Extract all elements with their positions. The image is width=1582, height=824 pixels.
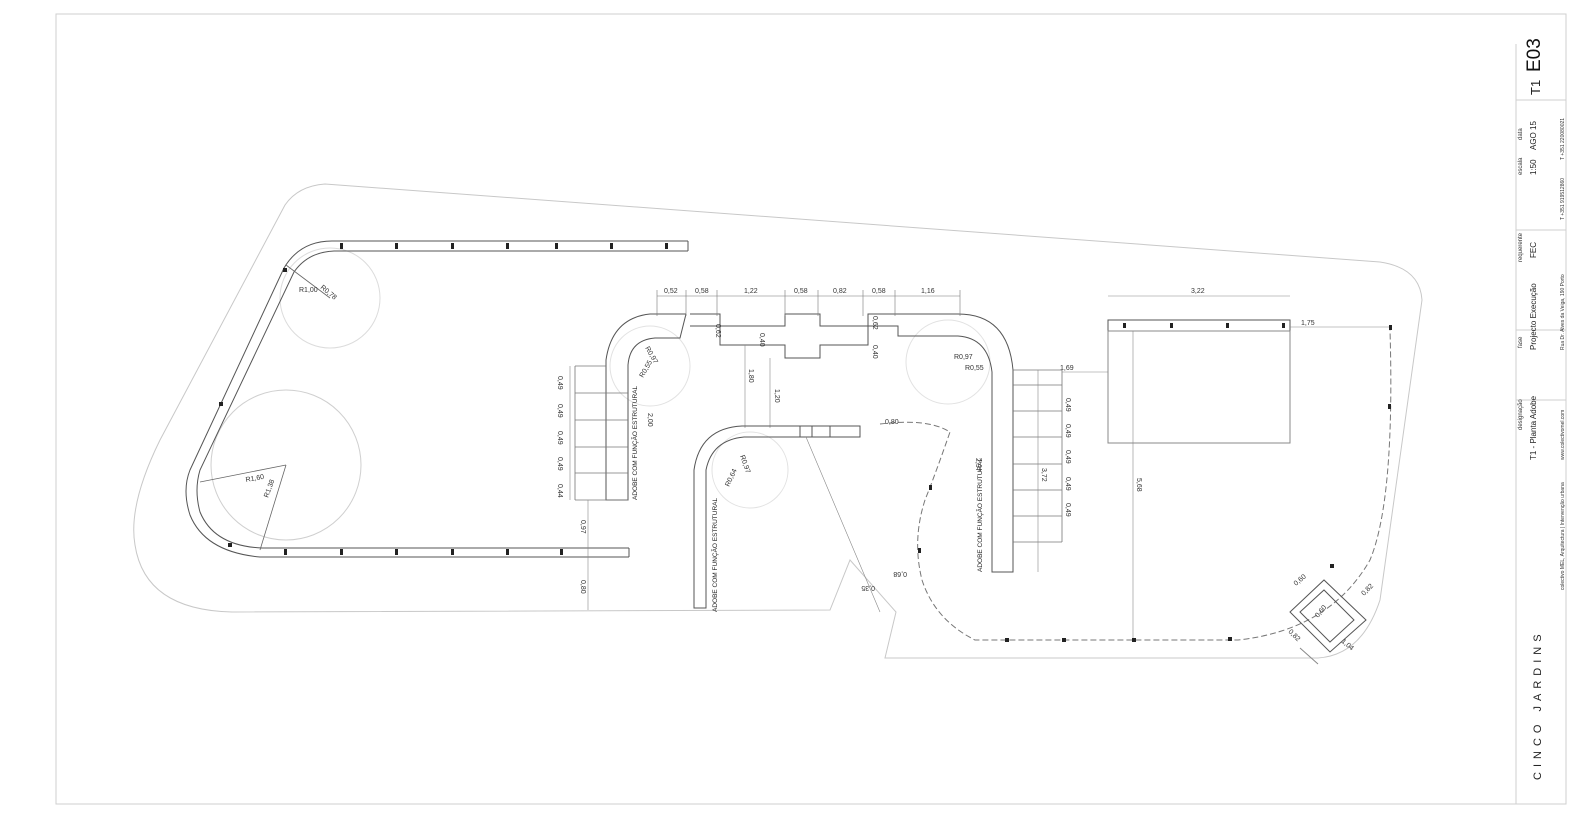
note-structural-center: ADOBE COM FUNÇÃO ESTRUTURAL xyxy=(710,497,719,612)
phase-label: fase xyxy=(1518,336,1524,348)
curved-path-posts xyxy=(918,325,1392,642)
dim-175: 1,75 xyxy=(1301,320,1315,327)
tree-circle-large xyxy=(210,389,362,541)
dim-left-3: 0,49 xyxy=(556,431,563,445)
radius-r097b: R0,97 xyxy=(738,454,751,474)
right-structure-marks xyxy=(1123,323,1285,328)
dim-372: 3,72 xyxy=(1040,468,1047,482)
radius-r100: R1,00 xyxy=(299,287,318,294)
client-label: requerente xyxy=(1518,232,1524,262)
dim-right-3: 0,49 xyxy=(1064,450,1071,464)
sheet-prefix: T1 xyxy=(1528,80,1543,95)
dim-left-2: 0,49 xyxy=(556,404,563,418)
office-name: colectivo MEL, Arquitectura | Intervençã… xyxy=(1560,482,1566,590)
tree-circle-small xyxy=(279,247,381,349)
dim-120: 1,20 xyxy=(773,389,780,403)
radius-r055b: R0,55 xyxy=(965,365,984,372)
dim-062a: 0,62 xyxy=(714,324,721,338)
box-detail xyxy=(1289,579,1367,665)
title-block-frame xyxy=(1515,44,1566,804)
dim-040: 0,40 xyxy=(758,333,765,347)
dim-080b: 0,80 xyxy=(885,419,899,426)
dim-180: 1,80 xyxy=(747,369,754,383)
dim-top-5: 0,82 xyxy=(833,288,847,295)
phase-value: Projecto Execução xyxy=(1529,283,1538,350)
dim-060b: 0,60 xyxy=(1314,604,1328,619)
date-label: data xyxy=(1518,128,1524,140)
site-boundary xyxy=(133,183,1423,659)
radius-r138: R1,38 xyxy=(263,479,276,499)
dim-080: 0,80 xyxy=(579,580,586,594)
dim-left-4: 0,49 xyxy=(556,457,563,471)
dim-062b: 0,62 xyxy=(871,316,878,330)
designation-label: designação xyxy=(1518,399,1524,430)
stair-treads-right xyxy=(1013,369,1063,543)
dim-097: 0,97 xyxy=(579,520,586,534)
dim-104: 1,04 xyxy=(1340,638,1355,652)
dim-035: 0,35 xyxy=(861,584,875,591)
note-structural-right: ADOBE COM FUNÇÃO ESTRUTURAL xyxy=(975,457,984,572)
dim-top-1: 0,52 xyxy=(664,288,678,295)
wall-left-post-marks xyxy=(219,243,668,555)
curved-path-line xyxy=(879,329,1392,641)
address: Rua Dr. Alves da Veiga, 190 Porto xyxy=(1560,274,1566,350)
wall-left-loop xyxy=(185,240,689,558)
phone-1: T +351 919512860 xyxy=(1560,178,1566,220)
dim-right-1: 0,49 xyxy=(1064,398,1071,412)
guide-line xyxy=(805,436,881,613)
construction-circle-a xyxy=(609,325,691,407)
date-value: AGO 15 xyxy=(1529,121,1538,150)
client-value: FEC xyxy=(1529,242,1538,258)
dim-left-1: 0,49 xyxy=(556,376,563,390)
top-dimension-chain xyxy=(656,290,961,316)
dim-568: 5,68 xyxy=(1135,478,1142,492)
dim-082a: 0,82 xyxy=(1360,583,1375,598)
radius-r055a: R0,55 xyxy=(639,359,654,379)
dim-082b: 0,82 xyxy=(1287,628,1302,643)
dim-right-2: 0,49 xyxy=(1064,424,1071,438)
dim-322: 3,22 xyxy=(1191,288,1205,295)
radius-r097c: R0,97 xyxy=(954,354,973,361)
scale-label: escala xyxy=(1518,157,1524,175)
dim-top-2: 0,58 xyxy=(695,288,709,295)
wall-top-connector xyxy=(605,313,1014,573)
dim-top-7: 1,16 xyxy=(921,288,935,295)
designation-value: T1 - Planta Adobe xyxy=(1529,395,1538,460)
dim-top-3: 1,22 xyxy=(744,288,758,295)
note-structural-left: ADOBE COM FUNÇÃO ESTRUTURAL xyxy=(630,385,639,500)
dim-068: 0,68 xyxy=(893,570,907,577)
construction-circle-b xyxy=(905,319,991,405)
radius-leaders-left xyxy=(199,264,331,551)
dim-top-4: 0,58 xyxy=(794,288,808,295)
dim-right-4: 0,49 xyxy=(1064,477,1071,491)
radius-r064: R0,64 xyxy=(724,468,738,488)
dim-060: 0,60 xyxy=(1293,573,1308,587)
sheet-border xyxy=(55,13,1567,805)
construction-circle-c xyxy=(711,431,789,509)
dim-040b: 0,40 xyxy=(871,345,878,359)
wall-center-curve xyxy=(693,425,861,609)
office-web: www.colectivomel.com xyxy=(1560,410,1566,460)
project-name: CINCO JARDINS xyxy=(1532,629,1544,780)
radius-r078: R0,78 xyxy=(319,284,338,301)
dim-left-5: 0,44 xyxy=(556,484,563,498)
radius-r160: R1,60 xyxy=(245,474,265,484)
dim-top-6: 0,58 xyxy=(872,288,886,295)
phone-2: T +351 220080021 xyxy=(1560,118,1566,160)
scale-value: 1:50 xyxy=(1529,159,1538,175)
dim-right-5: 0,49 xyxy=(1064,503,1071,517)
drawing-code: E03 xyxy=(1524,38,1545,72)
dim-297: 2,97 xyxy=(974,458,981,472)
stair-treads-left xyxy=(574,365,628,501)
dim-169: 1,69 xyxy=(1060,365,1074,372)
dim-200: 2,00 xyxy=(646,413,653,427)
right-structure xyxy=(1107,319,1291,444)
